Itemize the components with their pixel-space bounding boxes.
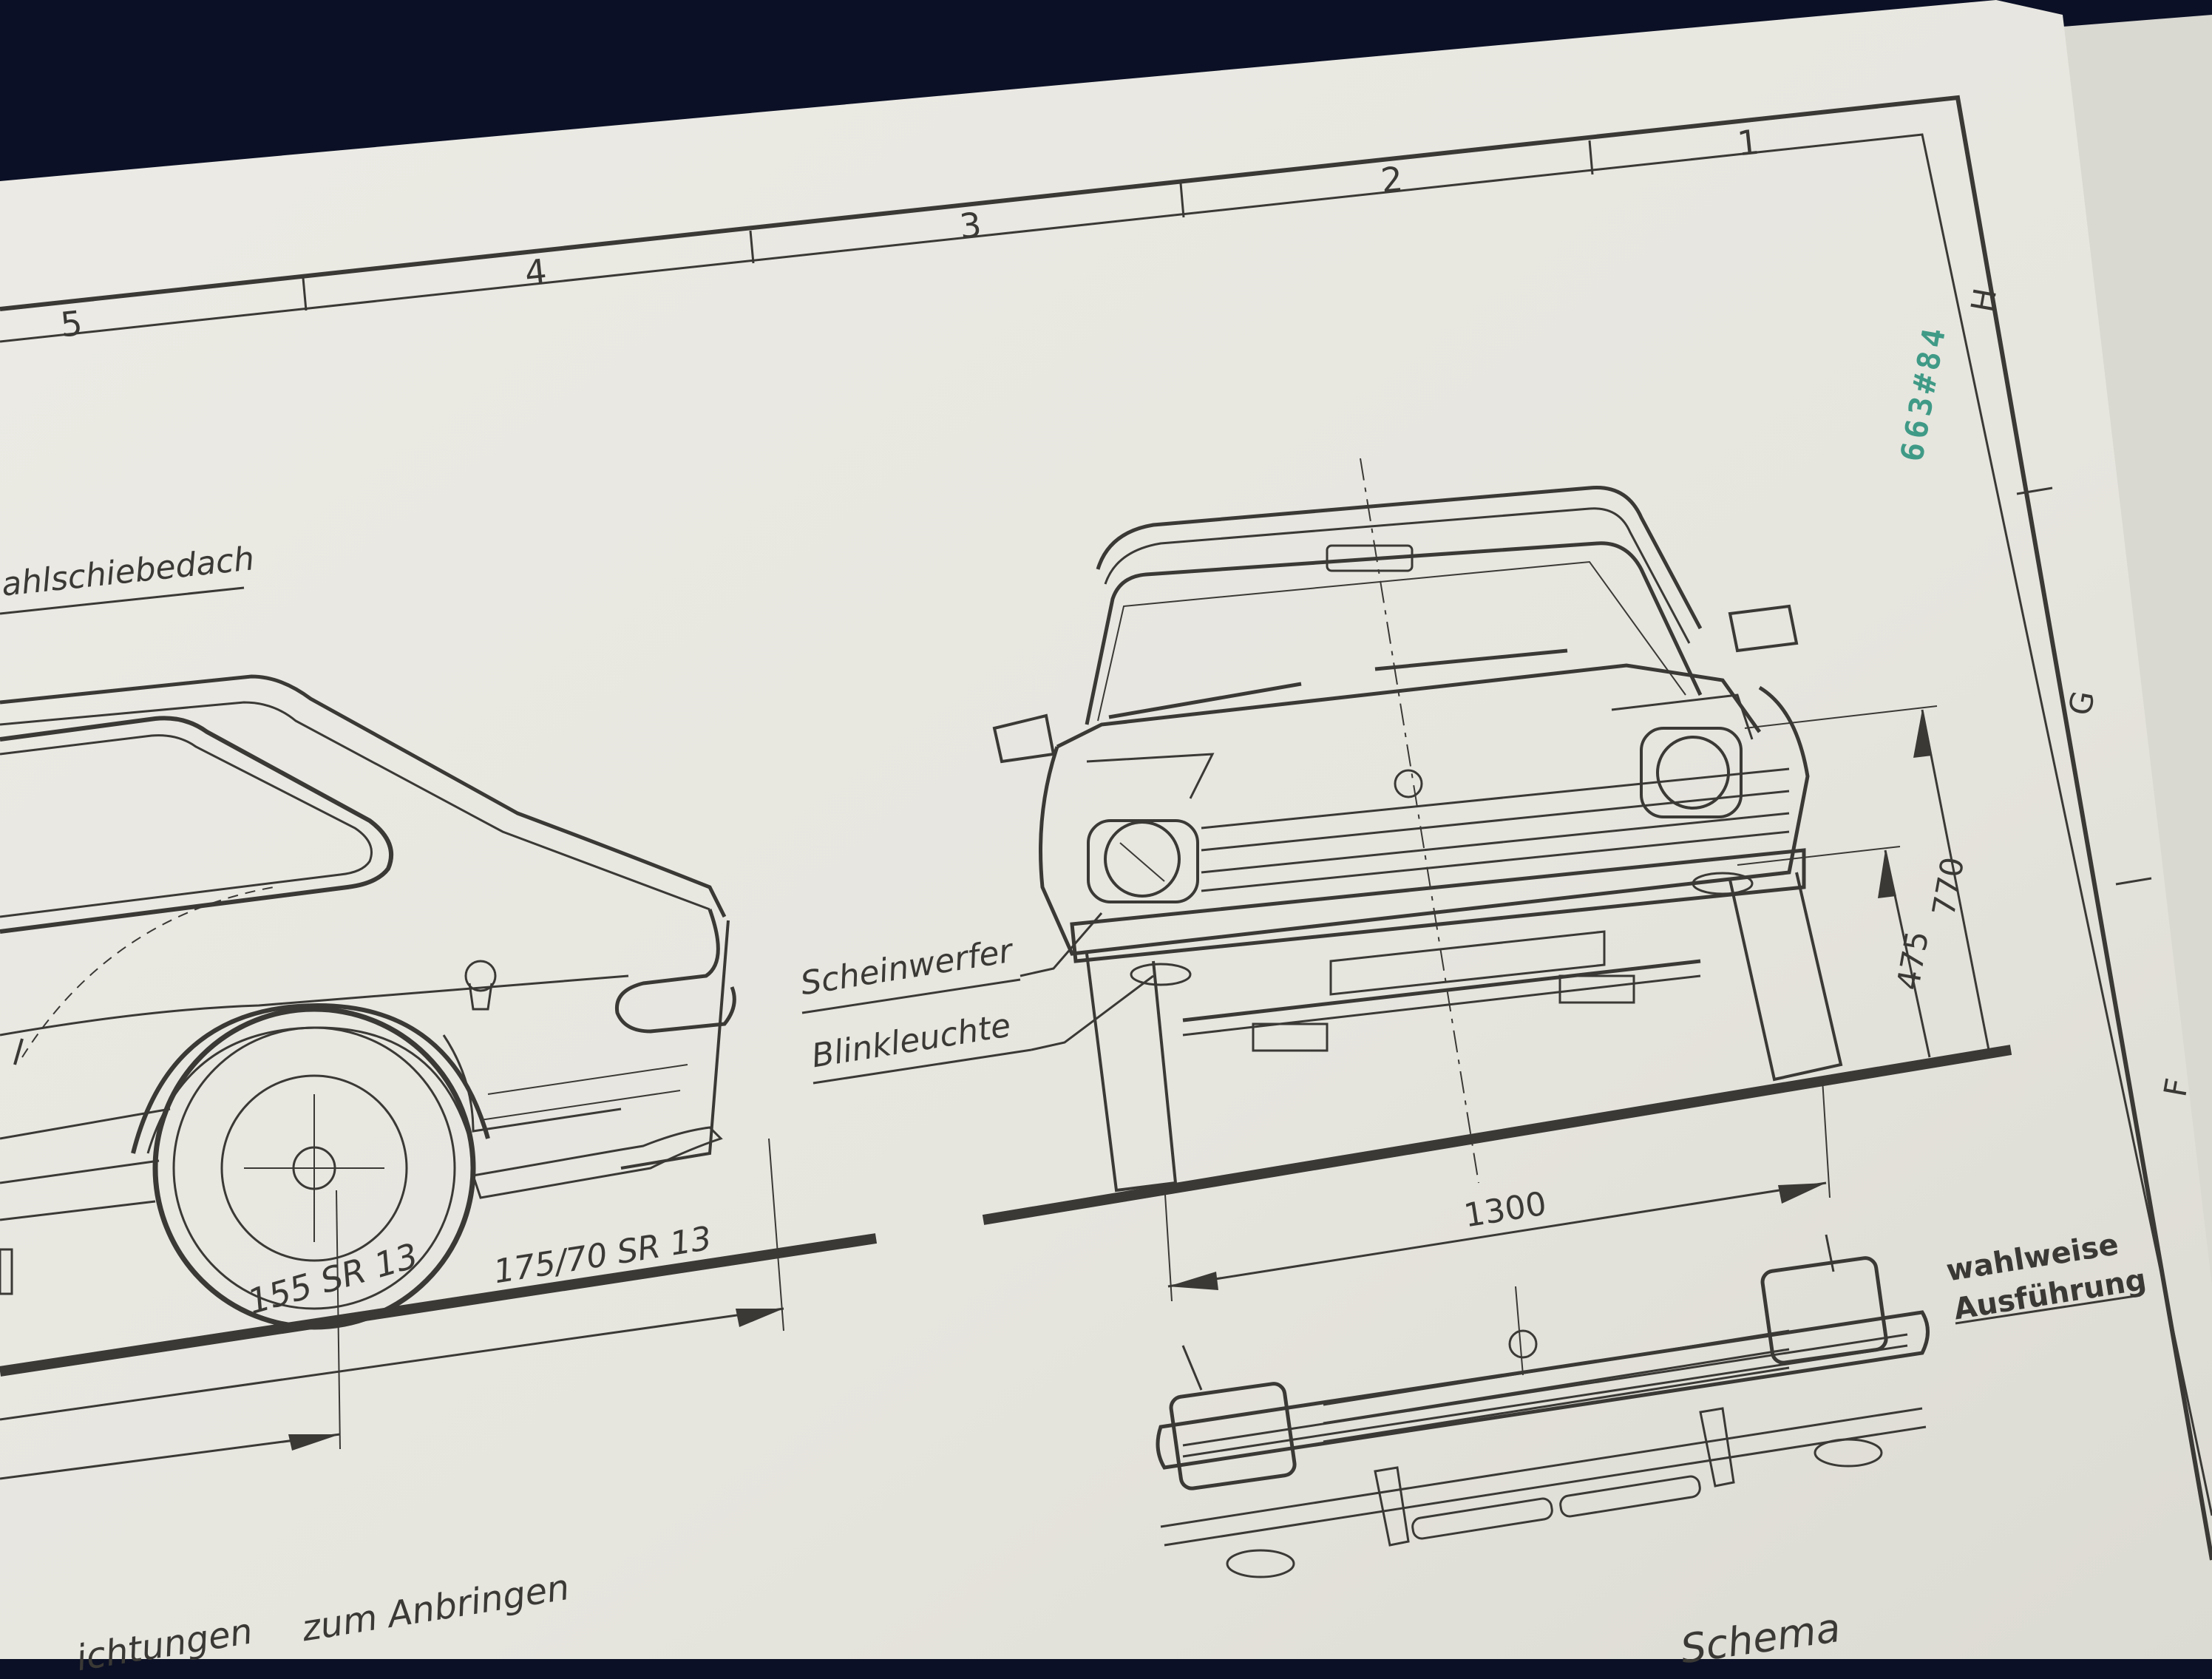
label-underlines (0, 586, 2141, 1325)
front-view (982, 458, 2012, 1302)
frame-column-4: 4 (523, 251, 549, 294)
frame-column-5: 5 (58, 302, 85, 345)
optional-front-detail (1156, 1234, 1930, 1578)
drawing-frame (0, 95, 2212, 1561)
frame-column-3: 3 (957, 204, 984, 247)
frame-column-1: 1 (1735, 121, 1762, 164)
frame-column-2: 2 (1379, 158, 1405, 201)
frame-row-g: G (2061, 688, 2102, 719)
side-view (0, 674, 878, 1480)
